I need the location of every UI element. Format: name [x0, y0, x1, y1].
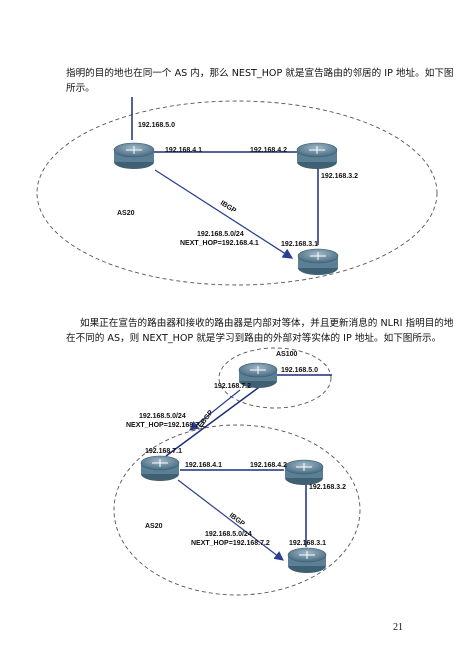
page-number: 21: [393, 622, 403, 633]
label-next-hop-2: NEXT_HOP=192.168.7.2: [191, 540, 270, 547]
label-net-top: 192.168.5.0: [138, 122, 175, 129]
label-r3-2: 192.168.3.1: [289, 540, 326, 547]
label-route-2: 192.168.5.0/24: [205, 531, 252, 538]
router-r1-2: [140, 455, 180, 481]
label-r0: 192.168.7.2: [214, 383, 251, 390]
link-ebgp-physical: [165, 384, 263, 457]
label-route: 192.168.5.0/24: [197, 231, 244, 238]
label-r2-2: 192.168.4.2: [250, 462, 287, 469]
label-route-1: 192.168.5.0/24: [139, 413, 186, 420]
label-r3: 192.168.3.1: [281, 241, 318, 248]
as20-boundary: [36, 100, 438, 286]
router-r3: [297, 248, 339, 275]
paragraph-2-line-2: 在不同的 AS，则 NEXT_HOP 就是学习到路由的外部对等实体的 IP 地址…: [66, 333, 442, 344]
router-r2-2: [284, 459, 324, 485]
paragraph-1-line-2: 所示。: [66, 83, 95, 94]
label-r1-2: 192.168.4.1: [185, 462, 222, 469]
router-r2: [296, 142, 338, 169]
paragraph-1-line-1: 指明的目的地也在同一个 AS 内，那么 NEST_HOP 就是宣告路由的邻居的 …: [66, 68, 454, 79]
ibgp-arrow-2: [177, 479, 284, 561]
label-as20: AS20: [117, 210, 135, 217]
paragraph-2-line-1: 如果正在宣告的路由器和接收的路由器是内部对等体，并且更新消息的 NLRI 指明目…: [80, 318, 454, 329]
ebgp-arrow: [189, 389, 241, 431]
label-r1-up: 192.168.7.1: [145, 448, 182, 455]
label-net-top-2: 192.168.5.0: [281, 367, 318, 374]
label-as20-2: AS20: [145, 523, 163, 530]
as20-boundary-2: [113, 424, 361, 596]
ibgp-arrow: [154, 169, 294, 259]
router-as100: [238, 362, 278, 388]
label-next-hop-1: NEXT_HOP=192.168.7.2: [126, 422, 205, 429]
label-r2-down: 192.168.3.2: [321, 173, 358, 180]
label-r2-down-2: 192.168.3.2: [309, 484, 346, 491]
as100-boundary: [218, 347, 332, 409]
label-r1: 192.168.4.1: [165, 147, 202, 154]
label-r2: 192.168.4.2: [250, 147, 287, 154]
router-r1: [113, 142, 155, 169]
label-as100: AS100: [276, 351, 298, 358]
label-next-hop: NEXT_HOP=192.168.4.1: [180, 240, 259, 247]
router-r3-2: [287, 547, 327, 573]
